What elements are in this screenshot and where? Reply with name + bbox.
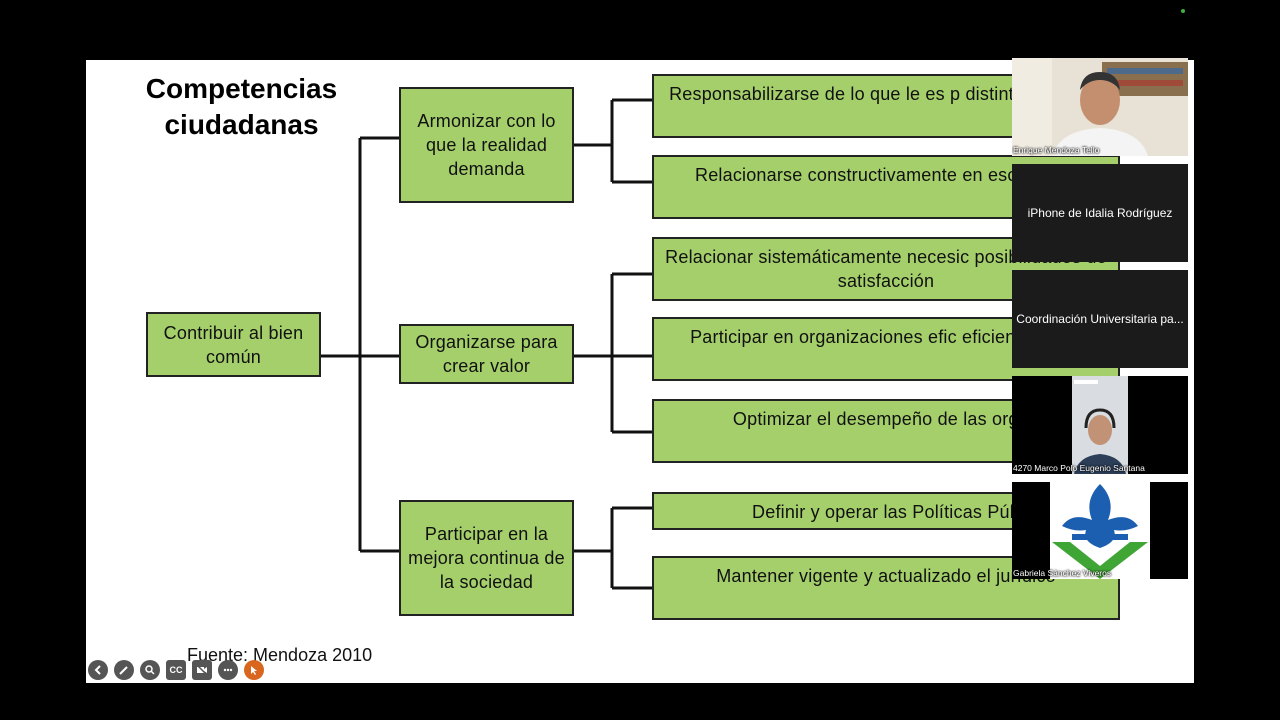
participant-name: 4270 Marco Polo Eugenio Santana bbox=[1013, 463, 1145, 473]
participant-name: Enrique Mendoza Tello bbox=[1013, 145, 1100, 155]
camera-off-icon[interactable] bbox=[192, 660, 212, 680]
university-logo-icon bbox=[1012, 482, 1188, 579]
participant-tile[interactable]: Gabriela Sánchez Viveros bbox=[1012, 482, 1188, 579]
participant-name: Gabriela Sánchez Viveros bbox=[1013, 568, 1112, 578]
participant-video-icon bbox=[1012, 376, 1188, 474]
participant-name: Coordinación Universitaria pa... bbox=[1016, 312, 1184, 326]
participant-video-icon bbox=[1012, 58, 1188, 156]
pointer-icon[interactable] bbox=[244, 660, 264, 680]
root-node: Contribuir al bien común bbox=[146, 312, 321, 377]
closed-caption-icon[interactable]: CC bbox=[166, 660, 186, 680]
participant-tile[interactable]: 4270 Marco Polo Eugenio Santana bbox=[1012, 376, 1188, 474]
group-node-harmonize: Armonizar con lo que la realidad demanda bbox=[399, 87, 574, 203]
group-node-organize: Organizarse para crear valor bbox=[399, 324, 574, 384]
more-icon[interactable] bbox=[218, 660, 238, 680]
participant-tile[interactable]: iPhone de Idalia Rodríguez bbox=[1012, 164, 1188, 262]
participant-name: iPhone de Idalia Rodríguez bbox=[1027, 206, 1173, 220]
group-node-improve: Participar en la mejora continua de la s… bbox=[399, 500, 574, 616]
source-citation: Fuente: Mendoza 2010 bbox=[187, 645, 373, 665]
zoom-icon[interactable] bbox=[140, 660, 160, 680]
participant-tile[interactable]: Enrique Mendoza Tello bbox=[1012, 58, 1188, 156]
pen-icon[interactable] bbox=[114, 660, 134, 680]
back-icon[interactable] bbox=[88, 660, 108, 680]
recording-indicator-icon bbox=[1181, 9, 1185, 13]
presentation-toolbar: CC bbox=[88, 660, 264, 680]
slide-title: Competencias ciudadanas bbox=[145, 73, 338, 140]
tree-connectors bbox=[319, 98, 654, 590]
participant-tile[interactable]: Coordinación Universitaria pa... bbox=[1012, 270, 1188, 368]
